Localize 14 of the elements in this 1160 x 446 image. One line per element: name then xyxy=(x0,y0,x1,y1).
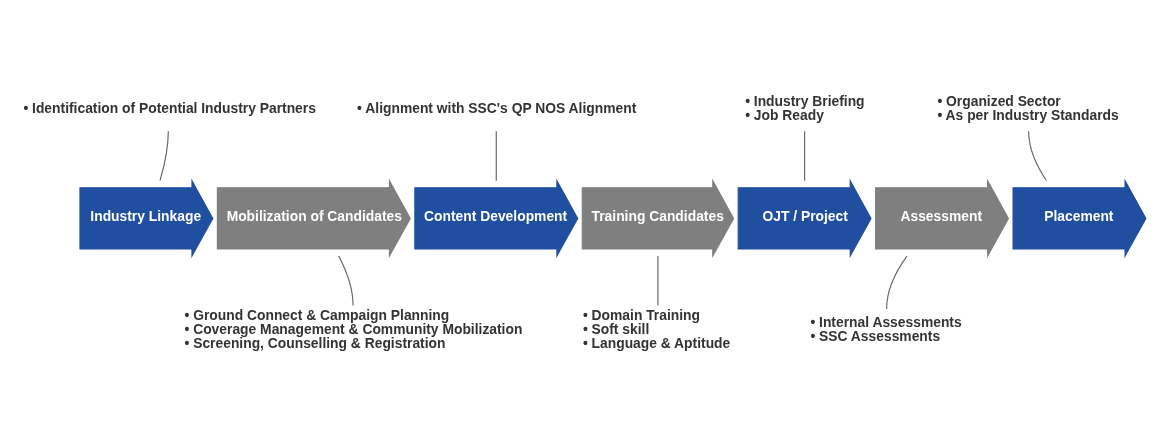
node-text: • Alignment with SSC's QP NOS Alignment xyxy=(357,99,637,116)
connector xyxy=(495,130,497,182)
connector xyxy=(657,255,659,307)
node-text: • Internal Assessments • SSC Assessments xyxy=(810,314,962,344)
node-text: • Industry Briefing • Job Ready xyxy=(745,93,865,124)
node-text: • Identification of Potential Industry Partners xyxy=(23,99,316,116)
node-text: • Organized Sector • As per Industry Standards xyxy=(937,93,1119,124)
connector xyxy=(886,255,908,310)
node-text: • Ground Connect & Campaign Planning • Coverage Management & Community Mobilization • Screening, Counselling & Registration xyxy=(184,307,523,351)
connector xyxy=(159,130,169,182)
connector xyxy=(1028,130,1047,182)
connector xyxy=(338,255,354,307)
connector xyxy=(804,130,806,182)
node-text: • Domain Training • Soft skill • Language & Aptitude xyxy=(582,307,731,351)
